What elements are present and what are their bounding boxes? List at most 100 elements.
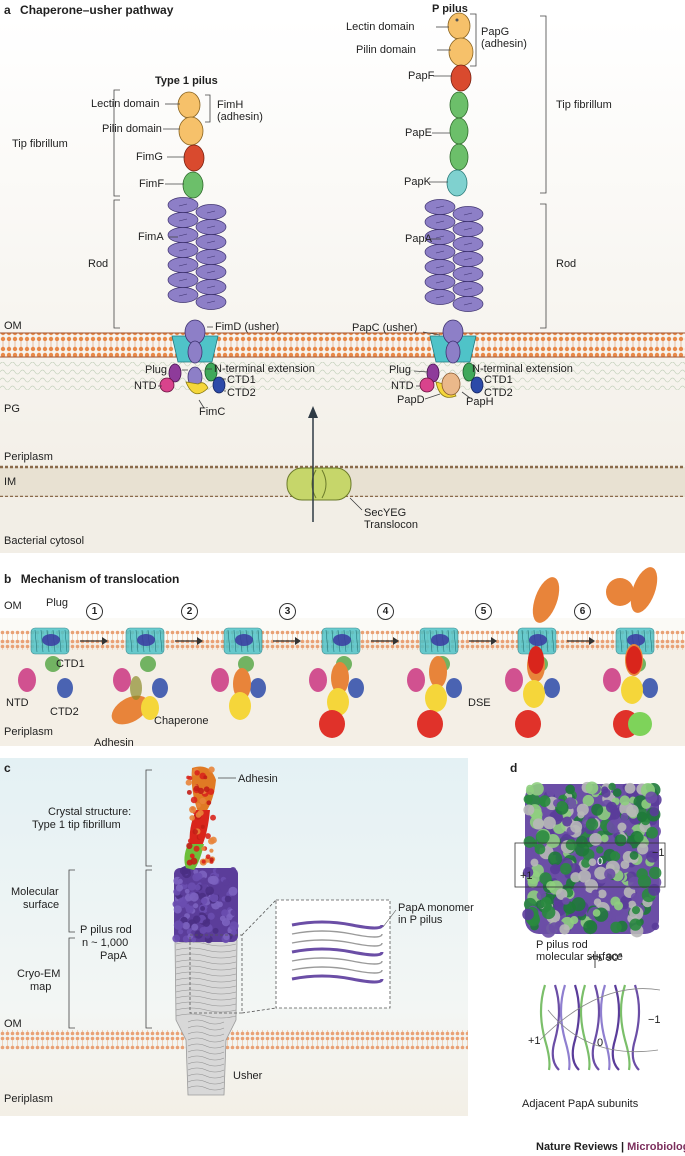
panel-letter-b: b (4, 572, 12, 586)
p-pilus-title: P pilus (432, 3, 468, 15)
pape-label: PapE (405, 127, 432, 139)
om-label-a: OM (4, 320, 22, 332)
translocation-steps (18, 567, 658, 738)
monomer-label-1: PapA monomer (398, 902, 474, 914)
periplasm-label-a: Periplasm (4, 451, 53, 463)
surface-label-1: P pilus rod (536, 939, 588, 951)
cryo-label-1: Cryo-EM (17, 968, 61, 980)
papd-label: PapD (397, 394, 425, 406)
fimg-label: FimG (136, 151, 163, 163)
type1-title: Type 1 pilus (155, 75, 218, 87)
p-rod-label: Rod (556, 258, 577, 270)
type1-ctd2-label: CTD2 (227, 387, 256, 399)
step-1-badge: 1 (86, 603, 103, 620)
journal-section: Microbiology (627, 1141, 685, 1153)
papg-adhesin-label: (adhesin) (481, 38, 527, 50)
ribbon-minus1-label: −1 (648, 1014, 661, 1026)
panel-letter-d: d (510, 761, 518, 775)
dse-label: DSE (468, 697, 491, 709)
crystal-label-2: Type 1 tip fibrillum (32, 819, 121, 831)
fimh-adhesin-label: (adhesin) (217, 111, 263, 123)
molecular-surface (172, 865, 239, 944)
step-2-badge: 2 (181, 603, 198, 620)
papf-label: PapF (408, 70, 435, 82)
fimd-usher-label: FimD (usher) (215, 321, 280, 333)
rotation-symbol (587, 951, 603, 968)
rod-label-c-3: PapA (100, 950, 127, 962)
type1-pilin-label: Pilin domain (102, 123, 162, 135)
panel-b-title: b Mechanism of translocation (4, 572, 179, 586)
periplasm-label-b: Periplasm (4, 726, 53, 738)
rod-label-c-1: P pilus rod (80, 924, 132, 936)
type1-plug-label: Plug (145, 364, 168, 376)
papg-label: PapG (481, 26, 510, 38)
surface-label-2: molecular surface (536, 951, 623, 963)
papk-label: PapK (404, 176, 431, 188)
rod-label-c-2: n ~ 1,000 (82, 937, 129, 949)
im-label: IM (4, 476, 17, 488)
panel-d-surface (514, 781, 666, 938)
molecular-label-2: surface (23, 899, 60, 911)
panel-letter-c: c (4, 761, 11, 775)
translocon-label: Translocon (364, 519, 419, 531)
panel-a-title: a Chaperone–usher pathway (4, 3, 173, 17)
ctd2-label-b: CTD2 (50, 706, 79, 718)
p-ctd1-label: CTD1 (484, 374, 513, 386)
papc-usher-label: PapC (usher) (352, 322, 418, 334)
secyeg-translocon (286, 467, 352, 501)
type1-ntd-label: NTD (134, 380, 157, 392)
type1-tip-label: Tip fibrillum (12, 138, 68, 150)
type1-pilus (159, 91, 227, 395)
ctd1-label-b: CTD1 (56, 658, 85, 670)
ntd-label-b: NTD (6, 697, 29, 709)
type1-lectin-label: Lectin domain (91, 98, 160, 110)
adhesin-label-c: Adhesin (238, 773, 278, 785)
paph-label: PapH (466, 396, 494, 408)
monomer-label-2: in P pilus (398, 914, 443, 926)
adhesin-label-b: Adhesin (94, 737, 134, 749)
panel-letter-a: a (4, 3, 11, 17)
panel-a-brackets (113, 13, 547, 409)
fima-label: FimA (138, 231, 164, 243)
plug-label-b: Plug (46, 597, 69, 609)
panel-b-heading: Mechanism of translocation (20, 572, 180, 586)
cryo-em-map (174, 939, 238, 1096)
outer-membrane (0, 333, 685, 357)
adjacent-label: Adjacent PapA subunits (522, 1098, 639, 1110)
crystal-label-1: Crystal structure: (48, 806, 132, 818)
fimh-label: FimH (217, 99, 244, 111)
p-pilin-label: Pilin domain (356, 44, 416, 56)
step-4-badge: 4 (377, 603, 394, 620)
crystal-tip-fibrillum (184, 766, 217, 870)
journal-name: Nature Reviews (536, 1141, 618, 1153)
fimc-label: FimC (199, 406, 226, 418)
papa-rod (424, 199, 484, 312)
om-label-b: OM (4, 600, 22, 612)
type1-rod-label: Rod (88, 258, 109, 270)
p-ctd2-label: CTD2 (484, 387, 513, 399)
p-lectin-label: Lectin domain (346, 21, 415, 33)
step-5-badge: 5 (475, 603, 492, 620)
fima-rod (167, 197, 227, 310)
panel-c-brackets (68, 769, 236, 1029)
molecular-label-1: Molecular (11, 886, 59, 898)
type1-ctd1-label: CTD1 (227, 374, 256, 386)
rotation-label: 90° (606, 952, 623, 964)
d-plus1-label: +1 (520, 870, 533, 882)
step-3-badge: 3 (279, 603, 296, 620)
p-pilus (419, 12, 484, 398)
journal-separator: | (617, 1141, 628, 1153)
secyeg-label: SecYEG (364, 507, 407, 519)
ribbon-zero-label: 0 (597, 1037, 604, 1049)
pg-label: PG (4, 403, 20, 415)
periplasm-label-c: Periplasm (4, 1093, 53, 1105)
fimf-label: FimF (139, 178, 165, 190)
p-plug-label: Plug (389, 364, 412, 376)
step-6-badge: 6 (574, 603, 591, 620)
ribbon-plus1-label: +1 (528, 1035, 541, 1047)
chaperone-label-b: Chaperone (154, 715, 209, 727)
panel-a-heading: Chaperone–usher pathway (20, 3, 174, 17)
type1-nterm-label: N-terminal extension (214, 363, 315, 375)
papa-label: PapA (405, 233, 432, 245)
